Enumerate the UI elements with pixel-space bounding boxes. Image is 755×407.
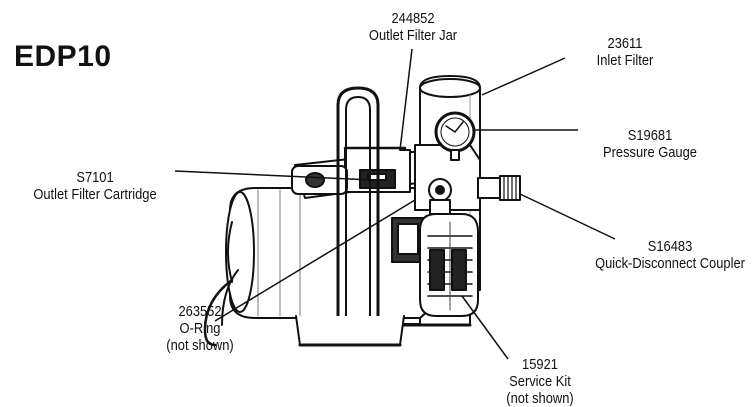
- motor-body: [225, 187, 441, 319]
- callout-pressure-gauge: S19681 Pressure Gauge: [581, 127, 719, 161]
- quick-disconnect-coupler: [477, 175, 521, 201]
- part-name: Inlet Filter: [596, 52, 654, 69]
- callout-o-ring: 263552 O-Ring (not shown): [153, 303, 248, 354]
- callout-service-kit: 15921 Service Kit (not shown): [488, 356, 591, 407]
- part-name: Pressure Gauge: [603, 144, 697, 161]
- part-note: (not shown): [166, 337, 234, 354]
- base-stand: [295, 315, 405, 347]
- callout-outlet-filter-cartridge: S7101 Outlet Filter Cartridge: [13, 169, 176, 203]
- part-number: 263552: [178, 303, 222, 320]
- power-cord: [203, 269, 239, 347]
- part-name: Quick-Disconnect Coupler: [595, 255, 745, 272]
- part-name: O-Ring: [179, 320, 221, 337]
- part-number: S16483: [647, 238, 693, 255]
- regulator-manifold: [414, 144, 481, 215]
- part-name: Outlet Filter Cartridge: [33, 186, 157, 203]
- part-note: (not shown): [506, 390, 574, 407]
- part-name: Outlet Filter Jar: [368, 27, 458, 44]
- callout-quick-disconnect-coupler: S16483 Quick-Disconnect Coupler: [584, 238, 755, 272]
- part-number: S19681: [627, 127, 673, 144]
- part-number: 23611: [607, 35, 643, 52]
- callout-outlet-filter-jar: 244852 Outlet Filter Jar: [331, 10, 494, 44]
- part-number: S7101: [76, 169, 114, 186]
- part-number: 15921: [522, 356, 558, 373]
- upper-housing: [291, 146, 441, 199]
- part-name: Service Kit: [509, 373, 571, 390]
- carry-handle: [336, 86, 380, 332]
- leader-inlet-filter: [481, 57, 566, 96]
- leader-outlet-filter-jar: [399, 48, 413, 151]
- leader-service-kit: [461, 295, 509, 360]
- model-title: EDP10: [14, 40, 112, 73]
- part-number: 244852: [391, 10, 435, 27]
- pump-head: [419, 213, 479, 317]
- leader-quick-disconnect-coupler: [519, 193, 616, 240]
- leader-outlet-filter-cartridge: [174, 170, 373, 181]
- pressure-gauge-dial: [434, 111, 476, 161]
- callout-inlet-filter: 23611 Inlet Filter: [565, 35, 685, 69]
- leader-o-ring: [214, 199, 416, 322]
